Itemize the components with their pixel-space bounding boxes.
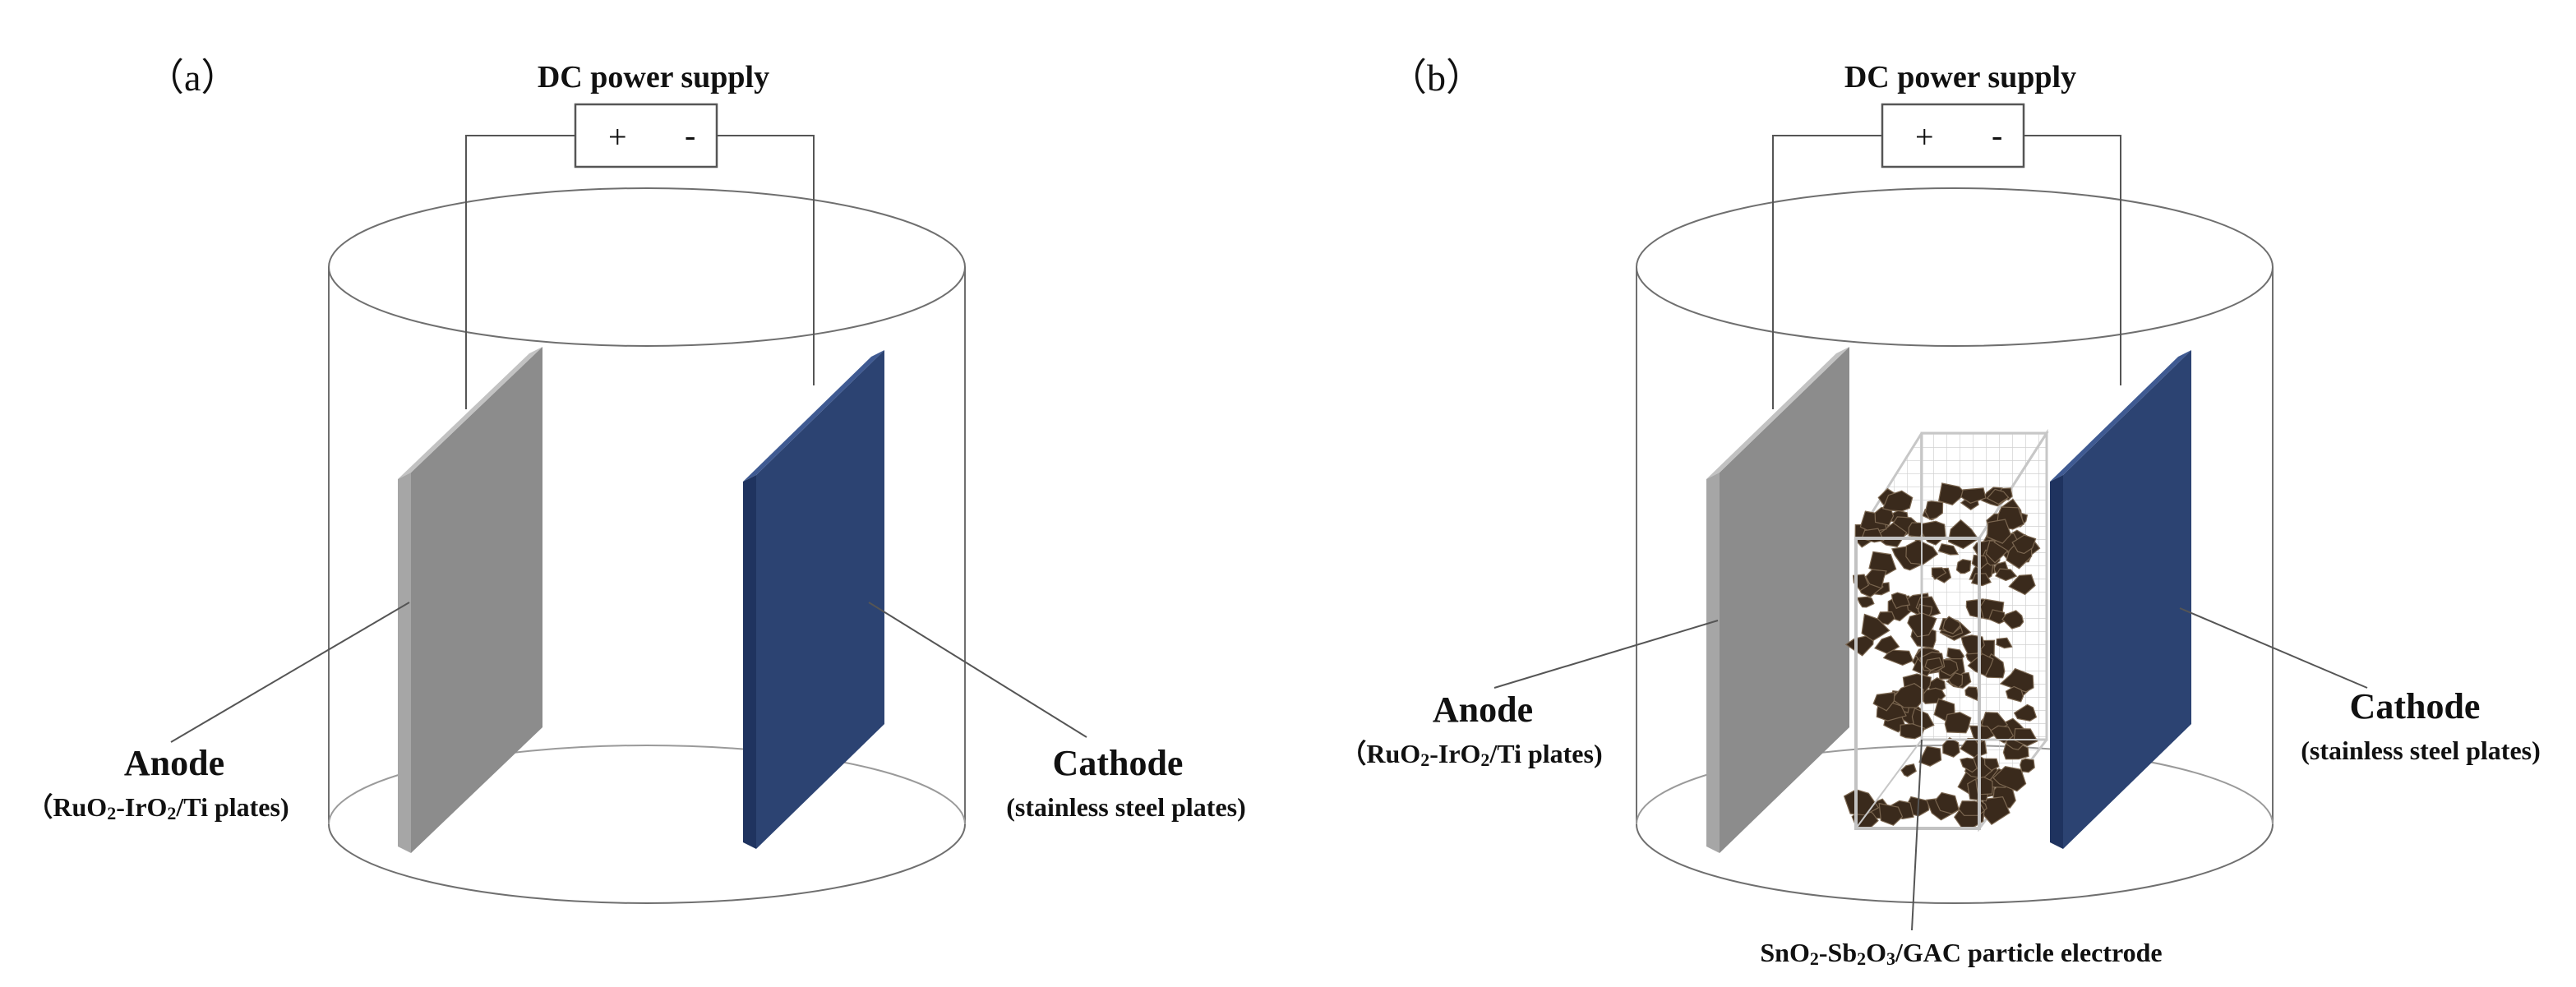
panel-b-minus-sign: -: [1992, 117, 2002, 154]
panel-b-particle-leader: [1911, 739, 1923, 931]
panel-b-anode-title: Anode: [1433, 690, 1533, 730]
gac-particle: [1881, 490, 1914, 512]
gac-particle: [2013, 727, 2038, 747]
gac-particle: [1996, 637, 2013, 649]
panel-a-anode-plate: [398, 347, 542, 853]
gac-particle: [1890, 592, 1911, 610]
gac-particle: [1987, 519, 2011, 544]
panel-a-power-supply-label: DC power supply: [538, 60, 769, 95]
gac-particle: [1937, 543, 1960, 556]
gac-particle: [1924, 500, 1944, 520]
gac-particle: [2013, 703, 2038, 722]
gac-particle: [1868, 551, 1897, 575]
gac-particle: [1931, 567, 1947, 580]
gac-particle: [1999, 667, 2034, 693]
gac-particle: [1942, 737, 1960, 758]
panel-a-anode-wire: [465, 135, 575, 409]
panel-b-plus-sign: +: [1915, 118, 1934, 155]
gac-particle: [1878, 802, 1904, 826]
gac-particle: [2020, 758, 2035, 773]
panel-a-tag: （a）: [146, 57, 238, 99]
gac-particle: [1918, 745, 1942, 767]
gac-particle: [2011, 534, 2037, 555]
gac-particle: [1861, 613, 1890, 642]
panel-b-cathode-material: (stainless steel plates): [2301, 736, 2541, 765]
gac-particle: [1988, 609, 2006, 625]
gac-particle: [1995, 568, 2018, 582]
panel-a-power-supply-box: [574, 103, 718, 168]
panel-b-cathode-plate: [2050, 350, 2191, 849]
panel-b-particle-electrode-box: [1843, 428, 2049, 832]
gac-particle: [1924, 657, 1944, 671]
gac-particle: [1872, 691, 1895, 712]
gac-particle: [1874, 635, 1900, 654]
panel-a-cathode-leader: [868, 602, 1087, 738]
panel-b-anode-plate: [1706, 347, 1849, 853]
gac-particle: [1908, 522, 1923, 537]
panel-a-anode-material: （RuO2-IrO2/Ti plates): [26, 792, 289, 823]
gac-particle: [1865, 569, 1887, 589]
gac-particle: [1944, 712, 1972, 734]
panel-b-particle-electrode-label: SnO2-Sb2O3/GAC particle electrode: [1760, 938, 2162, 969]
panel-b: （b） DC power supply + -: [1340, 57, 2540, 969]
panel-a-minus-sign: -: [685, 117, 695, 154]
panel-b-cathode-title: Cathode: [2350, 686, 2481, 726]
panel-b-cathode-leader: [2179, 607, 2368, 689]
panel-b-tag: （b）: [1389, 57, 1484, 99]
gac-particle: [1970, 573, 1992, 587]
panel-a-cathode-material: (stainless steel plates): [1006, 792, 1246, 822]
panel-b-anode-leader: [1493, 620, 1719, 689]
gac-particle: [1856, 596, 1875, 608]
gac-particle: [1986, 488, 2010, 505]
gac-particle: [2001, 610, 2024, 630]
gac-particle: [1960, 487, 1987, 504]
panel-a-cathode-plate: [743, 350, 884, 849]
panel-a-plus-sign: +: [608, 118, 627, 155]
gac-particle: [1989, 725, 2015, 744]
panel-a-cylinder: [328, 187, 966, 904]
panel-b-anode-material: （RuO2-IrO2/Ti plates): [1340, 739, 1602, 770]
gac-particle: [1955, 559, 1972, 574]
panel-a-anode-title: Anode: [124, 743, 224, 783]
panel-a-cathode-title: Cathode: [1053, 743, 1184, 783]
panel-a: （a） DC power supply + -: [26, 57, 1246, 904]
gac-particle: [1964, 686, 1979, 702]
panel-b-power-supply-label: DC power supply: [1844, 60, 2076, 95]
gac-particle: [2005, 685, 2024, 703]
gac-particle: [1947, 672, 1964, 689]
gac-particle: [1900, 763, 1917, 777]
gac-particle: [1938, 482, 1967, 505]
gac-particle: [1983, 758, 2000, 772]
gac-particle: [1947, 519, 1979, 550]
panel-b-cathode-wire: [2024, 135, 2121, 385]
gac-particle: [1942, 616, 1961, 634]
panel-a-anode-leader: [170, 602, 410, 743]
gac-particle: [1934, 791, 1960, 814]
panel-a-cathode-wire: [717, 135, 815, 385]
gac-particle: [1960, 757, 1978, 773]
gac-particle: [2008, 574, 2036, 596]
panel-b-anode-wire: [1772, 135, 1882, 409]
